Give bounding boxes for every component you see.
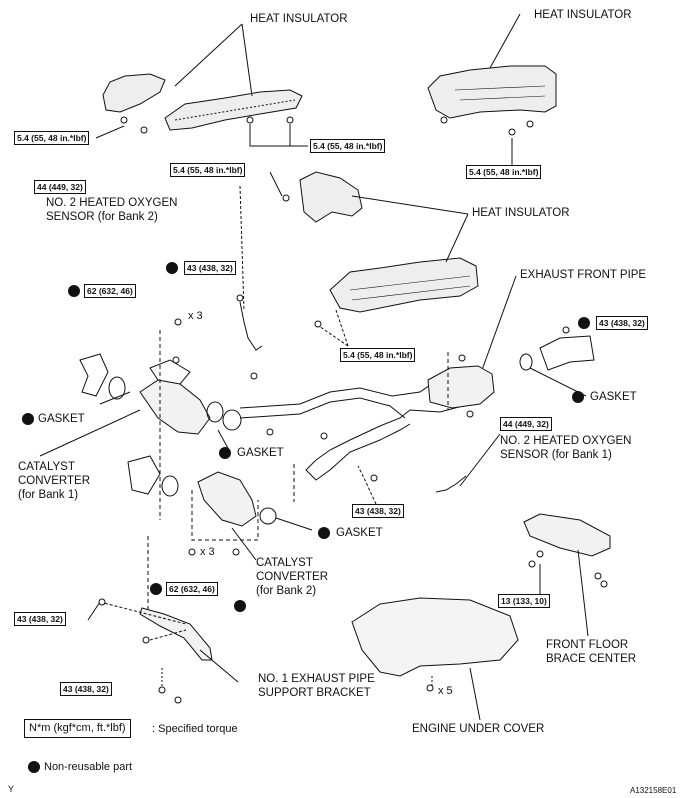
label-floor-brace: FRONT FLOOR BRACE CENTER — [546, 639, 637, 665]
bolt — [508, 128, 516, 136]
torque-box: 43 (438, 32) — [596, 316, 648, 330]
oxygen-sensor-bank1 — [435, 475, 467, 493]
count-x3-lower: x 3 — [200, 546, 215, 558]
torque-box: 44 (449, 32) — [500, 417, 552, 431]
oxygen-sensor-bank2 — [239, 301, 263, 351]
exhaust-manifold-bank2 — [127, 455, 161, 495]
bolt — [250, 372, 258, 380]
heat-insulator-center-large — [329, 257, 479, 313]
label-gasket-mid: GASKET — [237, 447, 284, 459]
bolt — [232, 548, 240, 556]
label-catalyst-bank2: CATALYST CONVERTER (for Bank 2) — [256, 557, 328, 597]
bolt — [188, 548, 196, 556]
floor-brace — [523, 513, 611, 557]
count-x3-upper: x 3 — [188, 310, 203, 322]
count-x5: x 5 — [438, 685, 453, 697]
torque-box: 43 (438, 32) — [184, 261, 236, 275]
torque-box: 44 (449, 32) — [34, 180, 86, 194]
torque-box: 43 (438, 32) — [14, 612, 66, 626]
nonreusable-dot — [150, 583, 162, 595]
legend-torque-unit: N*m (kgf*cm, ft.*lbf) — [24, 719, 131, 738]
bolt — [98, 598, 106, 606]
bolt — [320, 432, 328, 440]
corner-mark: Y — [8, 784, 15, 794]
label-support-bracket: NO. 1 EXHAUST PIPE SUPPORT BRACKET — [258, 673, 375, 699]
bolt — [172, 356, 180, 364]
figure-id: A132158E01 — [630, 786, 677, 795]
nonreusable-dot — [166, 262, 178, 274]
bolt — [140, 126, 148, 134]
label-heat-insulator-2: HEAT INSULATOR — [534, 9, 632, 21]
bolt — [562, 326, 570, 334]
nonreusable-dot — [572, 391, 584, 403]
bolt — [594, 572, 602, 580]
torque-box: 5.4 (55, 48 in.*lbf) — [170, 163, 246, 177]
label-sensor-bank2: NO. 2 HEATED OXYGEN SENSOR (for Bank 2) — [46, 197, 178, 223]
nonreusable-dot — [234, 600, 246, 612]
torque-box: 5.4 (55, 48 in.*lbf) — [310, 139, 386, 153]
bolt — [314, 320, 322, 328]
label-exhaust-front-pipe: EXHAUST FRONT PIPE — [520, 269, 647, 281]
bolt — [426, 684, 434, 692]
torque-box: 62 (632, 46) — [166, 582, 218, 596]
bolt — [246, 116, 254, 124]
bolt — [142, 636, 150, 644]
support-bracket — [139, 607, 213, 661]
label-engine-under-cover: ENGINE UNDER COVER — [412, 723, 545, 735]
label-heat-insulator-1: HEAT INSULATOR — [250, 13, 348, 25]
bolt — [458, 354, 466, 362]
heat-insulator-left-long — [164, 89, 303, 131]
gasket-shape-lower — [259, 507, 277, 525]
bolt — [600, 580, 608, 588]
nonreusable-dot — [318, 527, 330, 539]
torque-box: 5.4 (55, 48 in.*lbf) — [14, 131, 90, 145]
catalytic-converter-bank2 — [197, 471, 257, 527]
engine-under-cover — [351, 597, 519, 677]
gasket-shape-mid — [222, 409, 242, 431]
torque-box: 43 (438, 32) — [60, 682, 112, 696]
bolt — [174, 696, 182, 704]
label-sensor-bank1: NO. 2 HEATED OXYGEN SENSOR (for Bank 1) — [500, 435, 632, 461]
heat-insulator-top-right — [427, 65, 557, 119]
bolt — [370, 474, 378, 482]
torque-box: 5.4 (55, 48 in.*lbf) — [466, 165, 542, 179]
bolt — [528, 560, 536, 568]
legend-nonreusable: Non-reusable part — [44, 761, 133, 773]
heat-insulator-middle-small — [299, 171, 363, 223]
bolt — [158, 686, 166, 694]
label-heat-insulator-3: HEAT INSULATOR — [472, 207, 570, 219]
bolt — [120, 116, 128, 124]
bolt — [174, 318, 182, 326]
gasket-shape-lower-left — [161, 475, 179, 497]
legend-dot — [28, 761, 40, 773]
nonreusable-dot — [219, 447, 231, 459]
exhaust-front-pipe — [427, 365, 495, 409]
bolt — [536, 550, 544, 558]
bolt — [266, 428, 274, 436]
nonreusable-dot — [68, 285, 80, 297]
torque-box: 43 (438, 32) — [352, 504, 404, 518]
catalytic-converter-bank1 — [139, 379, 211, 435]
bolt — [286, 116, 294, 124]
label-gasket-right: GASKET — [590, 391, 637, 403]
legend-torque-desc: : Specified torque — [152, 723, 238, 735]
bolt — [466, 410, 474, 418]
label-gasket-left: GASKET — [38, 413, 85, 425]
label-catalyst-bank1: CATALYST CONVERTER (for Bank 1) — [18, 461, 90, 501]
heat-insulator-left-small — [102, 73, 166, 113]
exhaust-manifold-bank1 — [79, 353, 109, 397]
nonreusable-dot — [578, 317, 590, 329]
label-gasket-lower: GASKET — [336, 527, 383, 539]
bolt — [440, 116, 448, 124]
nonreusable-dot — [22, 413, 34, 425]
bolt — [282, 194, 290, 202]
torque-box: 62 (632, 46) — [84, 284, 136, 298]
bolt — [526, 120, 534, 128]
torque-box: 5.4 (55, 48 in.*lbf) — [340, 348, 416, 362]
torque-box: 13 (133, 10) — [498, 594, 550, 608]
gasket-shape-right — [519, 353, 533, 371]
